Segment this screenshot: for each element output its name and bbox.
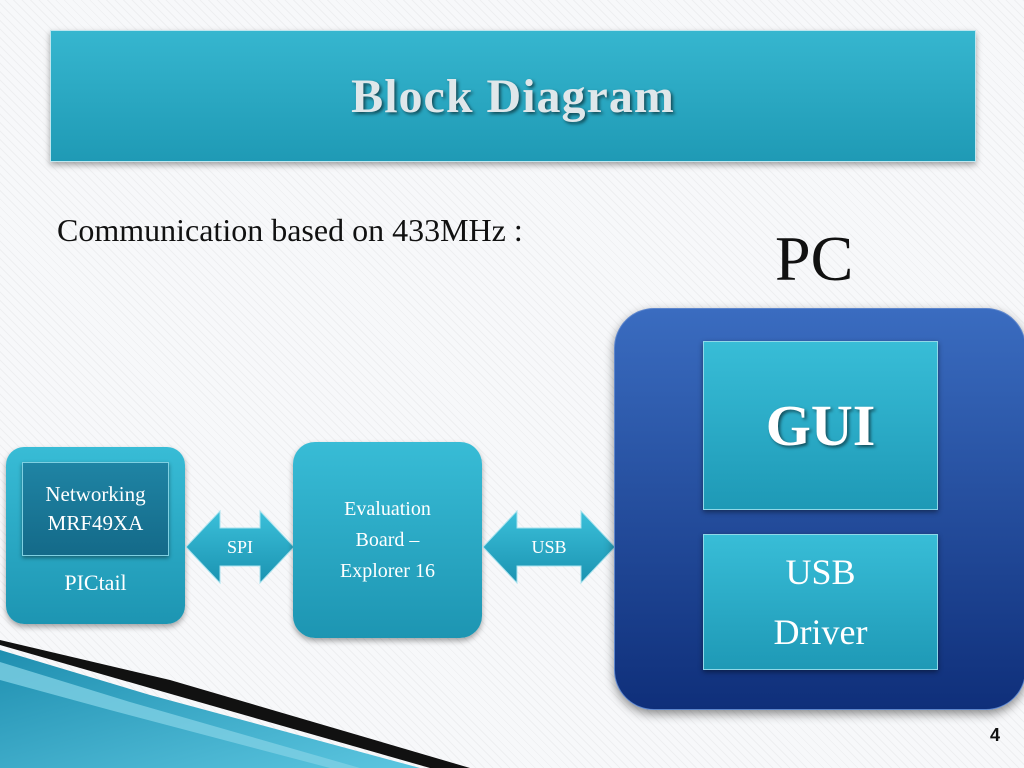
eval-line3: Explorer 16 xyxy=(340,559,435,582)
gui-box: GUI xyxy=(703,341,938,510)
page-number: 4 xyxy=(989,725,1000,745)
mrf49xa-label: MRF49XA xyxy=(47,511,144,535)
title-bar: Block Diagram xyxy=(50,30,976,162)
usb-connection-label: USB xyxy=(531,537,567,557)
slide-title: Block Diagram xyxy=(351,69,675,123)
gui-label: GUI xyxy=(765,393,876,458)
usb-driver-line2: Driver xyxy=(773,612,868,652)
eval-line1: Evaluation xyxy=(344,497,431,520)
usb-driver-line1: USB xyxy=(785,552,856,592)
subtitle: Communication based on 433MHz : xyxy=(57,212,523,248)
pc-label: PC xyxy=(775,223,854,294)
decorative-swoosh xyxy=(0,640,470,768)
networking-module-box: Networking MRF49XA xyxy=(22,462,169,556)
pictail-label: PICtail xyxy=(64,570,127,595)
usb-driver-box: USB Driver xyxy=(703,534,938,670)
spi-label: SPI xyxy=(226,537,253,557)
networking-label: Networking xyxy=(45,482,146,506)
evaluation-board-block: Evaluation Board – Explorer 16 xyxy=(293,442,482,638)
eval-line2: Board – xyxy=(355,528,420,551)
